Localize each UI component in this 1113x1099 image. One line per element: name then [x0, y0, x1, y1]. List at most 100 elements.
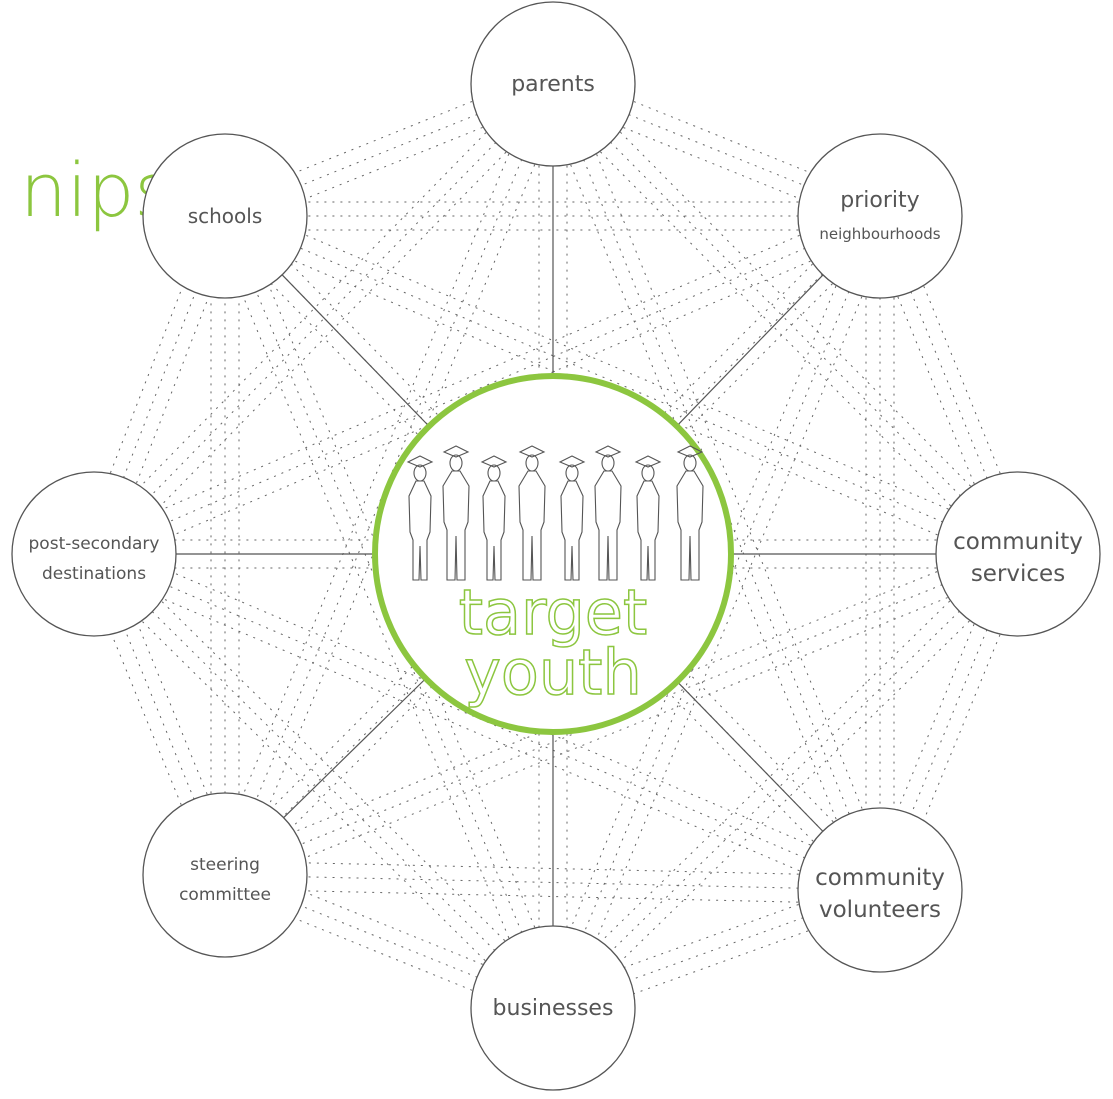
- node-label-parents-0: parents: [511, 72, 595, 97]
- dotted-link: [619, 924, 824, 1000]
- dotted-link: [564, 271, 843, 943]
- graduates-silhouette-icon: [406, 445, 704, 581]
- dotted-link: [148, 228, 815, 516]
- dotted-link: [270, 262, 835, 829]
- node-priority-neighbourhoods: priority neighbourhoods: [797, 133, 963, 299]
- center-label-line1: target: [459, 576, 648, 649]
- node-label-priority-neighbourhoods-0: priority: [840, 188, 919, 213]
- dotted-link: [280, 272, 845, 839]
- node-steering-committee: steering committee: [142, 792, 308, 958]
- dotted-link: [290, 889, 815, 903]
- dotted-link: [598, 130, 973, 508]
- dotted-link: [148, 592, 815, 878]
- node-circle: [470, 1, 636, 167]
- dotted-link: [285, 578, 958, 851]
- dotted-link: [613, 108, 820, 192]
- dotted-link: [577, 276, 856, 948]
- dotted-link: [105, 619, 188, 820]
- dotted-link: [285, 241, 958, 529]
- node-label-community-services-1: services: [971, 561, 1065, 587]
- node-label-community-volunteers-0: community: [815, 865, 945, 891]
- dotted-link: [280, 95, 488, 179]
- node-circle: [797, 133, 963, 299]
- graduate-figure-icon: [634, 455, 662, 581]
- dotted-link: [249, 276, 529, 948]
- dotted-link: [131, 609, 214, 810]
- graduate-figure-icon: [518, 445, 546, 581]
- spoke-schools: [281, 274, 430, 427]
- dotted-link: [290, 121, 498, 205]
- node-circle: [142, 133, 308, 299]
- dotted-link: [279, 254, 953, 542]
- dotted-link: [249, 144, 529, 815]
- node-businesses: businesses: [470, 925, 636, 1091]
- node-label-post-secondary-destinations-0: post-secondary: [29, 534, 160, 554]
- dotted-link: [280, 912, 488, 997]
- dotted-link: [588, 140, 963, 518]
- dotted-link: [150, 589, 517, 953]
- spoke-connections: [176, 166, 936, 926]
- spoke-priority-neighbourhoods: [676, 274, 824, 427]
- node-circle: [935, 471, 1101, 637]
- node-schools: schools: [142, 133, 308, 299]
- graduate-figure-icon: [480, 455, 508, 581]
- dotted-link: [590, 139, 869, 825]
- dotted-link: [280, 565, 953, 838]
- node-post-secondary-destinations: post-secondary destinations: [11, 471, 177, 637]
- graduate-figure-icon: [558, 455, 586, 581]
- dotted-link: [917, 271, 1007, 489]
- node-label-community-volunteers-1: volunteers: [819, 897, 941, 923]
- dotted-link: [614, 911, 819, 987]
- partner-nodes: parentspriorityneighbourhoodscommunityse…: [11, 1, 1101, 1091]
- dotted-link: [891, 281, 981, 499]
- node-label-businesses-0: businesses: [493, 996, 614, 1021]
- center-label-line2: youth: [464, 636, 642, 709]
- dotted-link: [236, 281, 516, 953]
- dotted-link: [609, 898, 814, 974]
- dotted-link: [290, 228, 964, 516]
- dotted-link: [599, 599, 972, 963]
- node-label-steering-committee-1: committee: [179, 885, 271, 905]
- dotted-link: [285, 899, 493, 984]
- dotted-link: [130, 282, 215, 499]
- dotted-link: [904, 276, 994, 494]
- spoke-community-volunteers: [676, 681, 824, 832]
- dotted-link: [618, 95, 825, 179]
- dotted-link: [236, 139, 516, 810]
- dotted-link: [118, 614, 201, 815]
- dotted-link: [608, 120, 983, 498]
- dotted-link: [590, 281, 869, 953]
- graduate-figure-icon: [594, 445, 622, 581]
- dotted-link: [904, 614, 994, 830]
- dotted-link: [280, 252, 845, 834]
- graduate-figure-icon: [442, 445, 470, 581]
- node-label-schools-0: schools: [188, 204, 263, 228]
- dotted-link: [260, 272, 825, 854]
- dotted-link: [117, 276, 202, 494]
- node-circle: [142, 792, 308, 958]
- node-label-priority-neighbourhoods-1: neighbourhoods: [819, 225, 940, 243]
- spoke-steering-committee: [283, 678, 427, 819]
- dotted-link: [262, 149, 542, 820]
- node-circle: [470, 925, 636, 1091]
- target-youth-hub: target youth: [372, 373, 734, 735]
- dotted-link: [104, 271, 189, 488]
- dotted-link: [260, 252, 825, 819]
- dotted-link: [608, 121, 815, 205]
- node-circle: [797, 807, 963, 973]
- node-label-post-secondary-destinations-1: destinations: [42, 564, 146, 584]
- graduate-figure-icon: [406, 455, 434, 581]
- node-circle: [11, 471, 177, 637]
- dotted-link: [609, 609, 982, 973]
- dotted-link: [159, 254, 826, 542]
- dotted-link: [140, 599, 507, 963]
- node-community-volunteers: community volunteers: [797, 807, 963, 973]
- dotted-link: [130, 609, 497, 973]
- node-label-steering-committee-0: steering: [190, 855, 260, 875]
- dotted-connections: [104, 95, 1007, 1000]
- dotted-link: [917, 619, 1007, 835]
- dotted-link: [891, 609, 981, 825]
- dotted-link: [290, 591, 963, 864]
